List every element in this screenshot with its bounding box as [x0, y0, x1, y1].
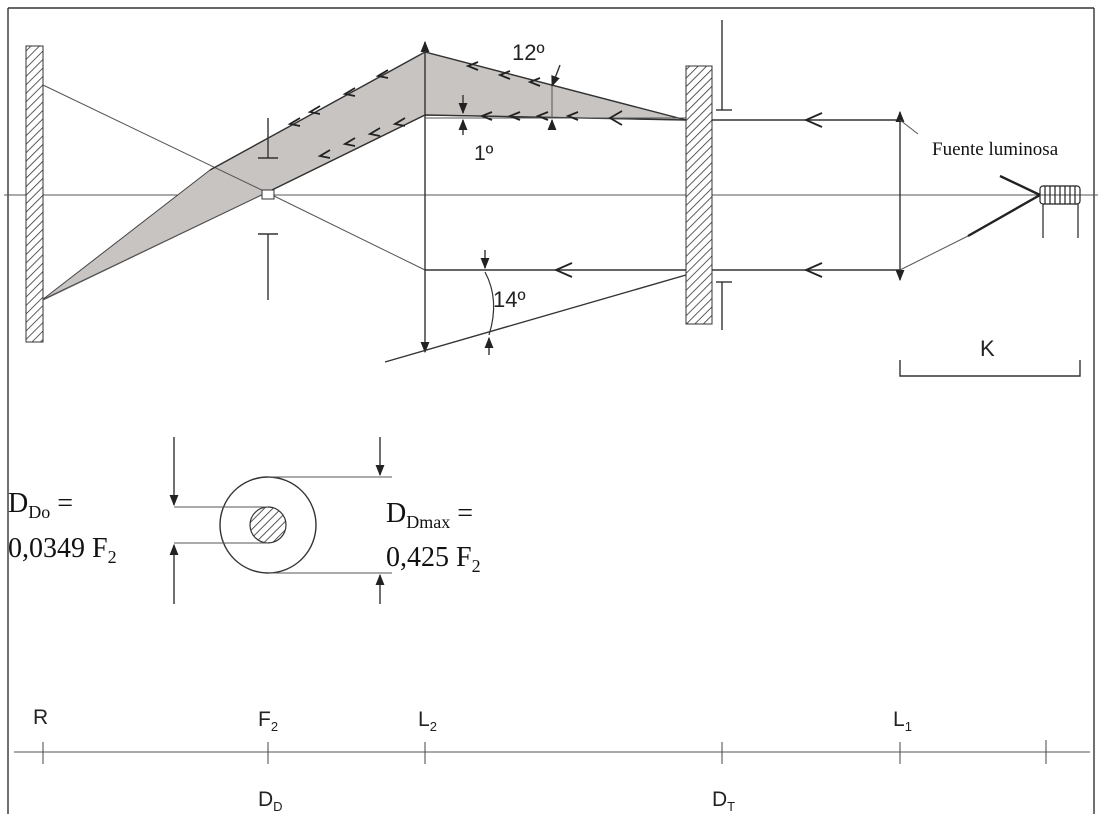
scale-label-l2: L2 [418, 708, 437, 734]
filament-coil [1039, 185, 1081, 238]
aperture-hole [261, 189, 275, 200]
scale-label-r: R [33, 706, 48, 729]
lens-l1-edge-top [899, 119, 919, 135]
source-ray-lower [967, 193, 1041, 238]
beam-shaded-region [41, 51, 687, 301]
ray-right-upper-arrow [803, 112, 823, 128]
field-diaphragm [685, 65, 713, 325]
reflector-mirror [25, 45, 44, 343]
angle-12-label: 12º [512, 40, 545, 65]
light-source-label: Fuente luminosa [932, 139, 1059, 160]
ddo-formula: DDo = [8, 488, 73, 522]
scale-label-dt: DT [712, 788, 735, 814]
angle-14-arc [484, 271, 495, 336]
ray-right-lower-arrow [803, 262, 823, 278]
scale-ticks [42, 740, 1047, 764]
angle-1-label: 1º [474, 142, 494, 165]
ray-upper-outer [209, 51, 687, 171]
scale-label-f2: F2 [258, 708, 278, 734]
source-ray-lower-ext [899, 235, 969, 271]
scale-label-dd: DD [258, 788, 283, 814]
ray-to-l2-lower [271, 194, 426, 271]
source-ray-upper [999, 174, 1041, 197]
dmax-formula: DDmax = [386, 498, 473, 532]
k-bracket [899, 360, 1081, 377]
ring-inner [249, 506, 287, 544]
dmax-value: 0,425 F2 [386, 542, 481, 576]
ray-reflector-upper [42, 84, 273, 196]
ray-reflector-lower [42, 189, 273, 301]
angle-14-label: 14º [493, 287, 526, 312]
scale-label-l1: L1 [893, 708, 912, 734]
ddo-value: 0,0349 F2 [8, 533, 117, 567]
ray-lower-diagonal [384, 274, 687, 363]
ray-lower-arrow [553, 262, 573, 278]
angle-12-arrow [551, 64, 561, 88]
k-label: K [980, 336, 995, 361]
upper-beam-arrows [287, 61, 623, 159]
